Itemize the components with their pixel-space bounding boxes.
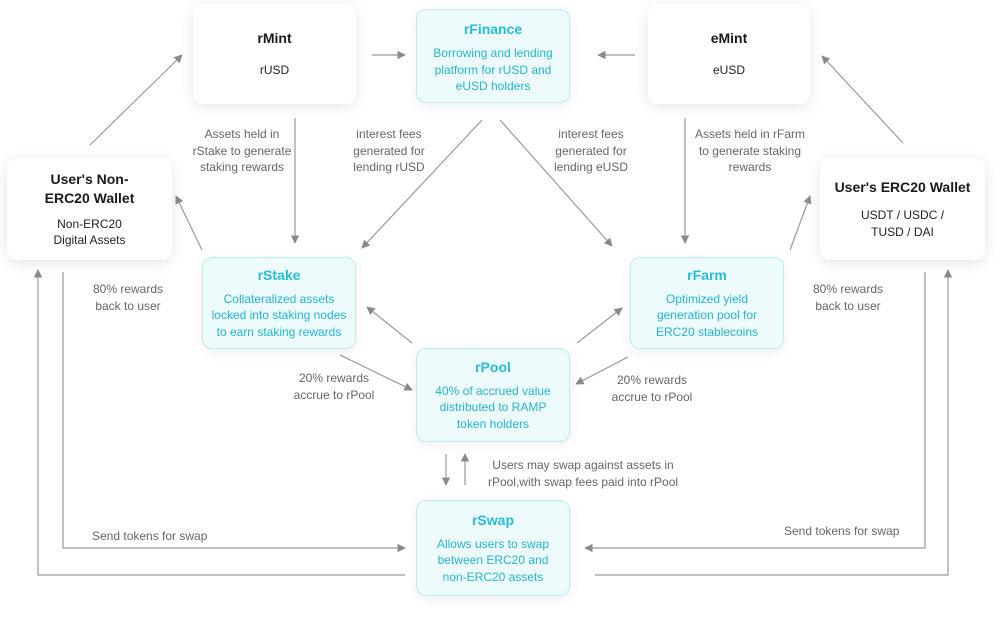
node-erc20-wallet: User's ERC20 Wallet USDT / USDC / TUSD /…	[820, 158, 985, 260]
node-title: rStake	[257, 266, 301, 283]
node-title: rSwap	[471, 511, 514, 528]
label-rfarm-assets: Assets held in rFarm to generate staking…	[694, 127, 806, 174]
arrow-rfarm-to-erc20	[789, 195, 812, 251]
node-title: User's ERC20 Wallet	[834, 179, 971, 195]
node-rswap: rSwap Allows users to swap between ERC20…	[416, 500, 570, 596]
node-desc: Borrowing and lending platform for rUSD …	[433, 46, 553, 93]
arrow-erc20-to-emint	[821, 55, 904, 144]
arrow-rpool-to-rstake	[366, 306, 413, 344]
node-desc: eUSD	[712, 63, 745, 78]
label-accrue-right: 20% rewards accrue to rPool	[611, 373, 693, 404]
label-send-left: Send tokens for swap	[92, 529, 208, 543]
arrow-rswap-to-nonerc20	[33, 269, 405, 576]
node-title: rMint	[257, 30, 292, 47]
node-non-erc20-wallet: User's Non-ERC20 Wallet Non-ERC20 Digita…	[7, 158, 172, 260]
arrow-erc20-to-rswap	[584, 272, 926, 553]
label-send-right: Send tokens for swap	[784, 524, 900, 538]
node-desc: Optimized yield generation pool for ERC2…	[655, 291, 759, 339]
node-rfinance: rFinance Borrowing and lending platform …	[416, 9, 570, 103]
node-desc: Non-ERC20 Digital Assets	[53, 216, 126, 248]
node-desc: rUSD	[259, 63, 290, 78]
label-rewards-left: 80% rewards back to user	[92, 282, 164, 313]
node-rstake: rStake Collateralized assets locked into…	[202, 257, 356, 349]
arrow-nonerc20-to-rswap	[62, 272, 406, 553]
node-title: rFinance	[463, 21, 523, 37]
node-rfarm: rFarm Optimized yield generation pool fo…	[630, 257, 784, 349]
label-rewards-right: 80% rewards back to user	[812, 282, 884, 313]
node-desc: 40% of accrued value distributed to RAMP…	[435, 383, 551, 431]
arrow-rstake-to-nonerc20	[175, 195, 203, 251]
label-swap-pool: Users may swap against assets in rPool,w…	[487, 458, 679, 489]
node-title: rFarm	[687, 266, 727, 283]
arrow-rfinance-to-rstake	[361, 119, 483, 249]
node-desc: Allows users to swap between ERC20 and n…	[436, 536, 550, 584]
label-accrue-left: 20% rewards accrue to rPool	[293, 371, 375, 402]
label-fees-eusd: interest fees generated for lending eUSD	[553, 127, 629, 174]
node-rmint: rMint rUSD	[193, 4, 356, 104]
arrow-rstake-to-rpool	[339, 354, 413, 391]
node-desc: USDT / USDC / TUSD / DAI	[860, 208, 945, 239]
arrow-rswap-to-erc20	[595, 269, 953, 576]
node-title: eMint	[710, 30, 748, 47]
arrow-nonerc20-to-rmint	[89, 54, 183, 146]
node-rpool: rPool 40% of accrued value distributed t…	[416, 348, 570, 442]
node-emint: eMint eUSD	[648, 4, 810, 104]
label-fees-rusd: interest fees generated for lending rUSD	[353, 127, 425, 174]
node-desc: Collateralized assets locked into stakin…	[211, 291, 347, 339]
node-title: User's Non-ERC20 Wallet	[44, 170, 135, 206]
node-title: rPool	[475, 358, 511, 375]
arrow-rfarm-to-rpool	[575, 356, 629, 385]
label-rstake-assets: Assets held in rStake to generate stakin…	[192, 127, 292, 174]
arrow-rpool-to-rfarm	[576, 307, 623, 344]
arrow-rfinance-to-rfarm	[499, 119, 613, 247]
